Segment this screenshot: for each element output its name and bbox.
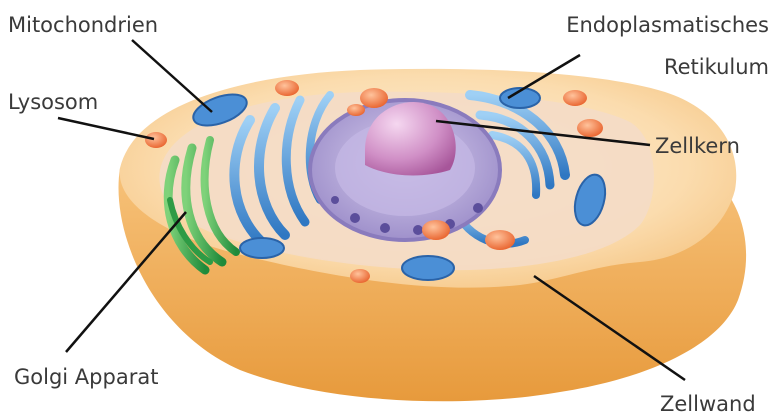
label-er-line2: Retikulum bbox=[664, 57, 769, 78]
label-nucleus: Zellkern bbox=[655, 136, 740, 157]
leader-line-mitochondria bbox=[132, 40, 212, 112]
label-cell-wall: Zellwand bbox=[660, 394, 756, 415]
label-mitochondria: Mitochondrien bbox=[8, 15, 158, 36]
label-golgi: Golgi Apparat bbox=[14, 367, 158, 388]
leader-line-lysosome bbox=[58, 118, 154, 139]
label-er-line1: Endoplasmatisches bbox=[566, 15, 769, 36]
label-lysosome: Lysosom bbox=[8, 92, 98, 113]
